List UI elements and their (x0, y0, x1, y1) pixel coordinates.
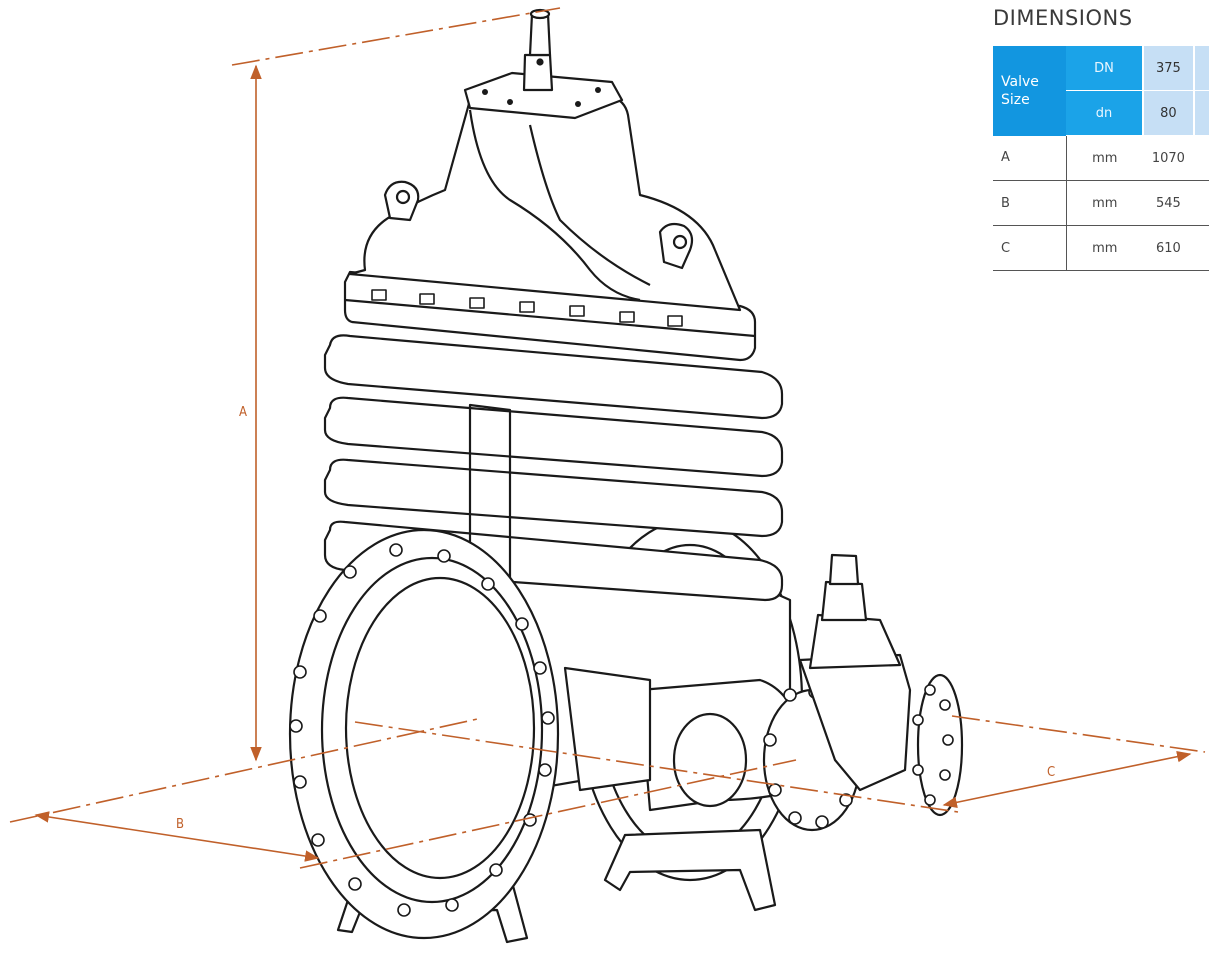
rear-foot (603, 828, 777, 912)
dimension-labels: A B C (176, 405, 1055, 832)
header-cut-cell (1193, 46, 1209, 91)
dimension-lines (9, 7, 1206, 869)
valve-illustration (288, 8, 964, 944)
dimension-a-label: A (239, 405, 247, 420)
lifting-lugs (383, 180, 694, 270)
row-label: B (993, 180, 1067, 226)
row-label: C (993, 225, 1067, 271)
header-dn-value: 375 (1141, 46, 1195, 91)
header-cut-cell (1193, 90, 1209, 136)
table-row: B mm 545 (993, 180, 1209, 226)
row-unit: mm (1066, 225, 1143, 271)
header-dn-small-label: dn (1066, 90, 1143, 136)
dimensions-title: DIMENSIONS (993, 6, 1133, 30)
dimension-b-label: B (176, 817, 184, 832)
table-row: dn 80 (993, 90, 1209, 136)
cover-flange (343, 270, 757, 362)
row-cut-cell (1194, 225, 1209, 271)
dimension-b-line (34, 811, 320, 862)
dimension-c-label: C (1047, 765, 1055, 780)
row-value: 545 (1142, 180, 1195, 226)
header-dn-label: DN (1066, 46, 1143, 91)
stem-cap (463, 8, 624, 120)
row-label: A (993, 135, 1067, 181)
table-row: A mm 1070 (993, 135, 1209, 181)
row-cut-cell (1194, 135, 1209, 181)
row-value: 610 (1142, 225, 1195, 271)
row-cut-cell (1194, 180, 1209, 226)
header-dn-small-value: 80 (1141, 90, 1195, 136)
dimension-c-line (942, 750, 1192, 809)
front-flange (288, 528, 560, 940)
table-row: C mm 610 (993, 225, 1209, 271)
row-unit: mm (1066, 180, 1143, 226)
cover-bolts (371, 289, 683, 327)
row-value: 1070 (1142, 135, 1195, 181)
row-unit: mm (1066, 135, 1143, 181)
bypass-pipe (563, 666, 802, 812)
bonnet-ribs (323, 334, 784, 602)
